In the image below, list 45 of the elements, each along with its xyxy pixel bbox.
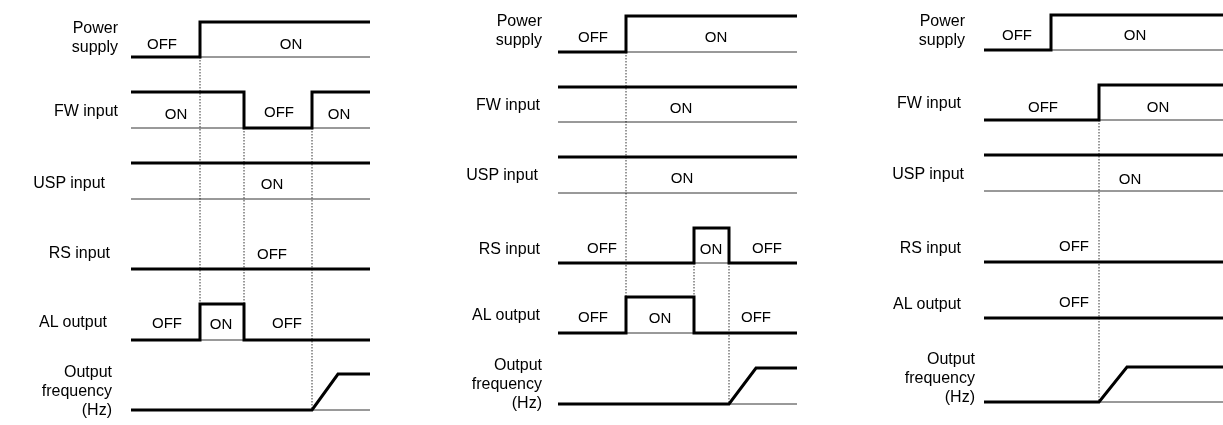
signal-name: FW input — [896, 92, 961, 112]
state-label: ON — [279, 33, 303, 53]
signal-name: AL output — [38, 311, 107, 331]
state-label: ON — [648, 307, 672, 327]
signal-name: AL output — [471, 304, 540, 324]
signal-name: USP input — [32, 172, 105, 192]
state-label: OFF — [257, 243, 287, 263]
state-label: ON — [164, 103, 188, 123]
signal-name: Power supply — [70, 18, 118, 56]
state-label: ON — [704, 26, 728, 46]
signal-name: AL output — [892, 293, 961, 313]
state-label: OFF — [1059, 291, 1089, 311]
signal-name: Power supply — [494, 11, 542, 49]
state-label: OFF — [264, 101, 294, 121]
state-label: ON — [1123, 24, 1147, 44]
state-label: ON — [1146, 96, 1170, 116]
state-label: ON — [1118, 168, 1142, 188]
state-label: OFF — [1059, 235, 1089, 255]
signal-name: RS input — [47, 242, 110, 262]
state-label: ON — [699, 238, 723, 258]
state-label: OFF — [741, 306, 771, 326]
signal-name: Output frequency (Hz) — [903, 348, 975, 406]
signal-name: FW input — [475, 94, 540, 114]
state-label: ON — [260, 173, 284, 193]
signal-name: FW input — [53, 100, 118, 120]
state-label: ON — [327, 103, 351, 123]
state-label: OFF — [578, 306, 608, 326]
signal-name: Output frequency (Hz) — [40, 361, 112, 419]
signal-name: USP input — [465, 164, 538, 184]
state-label: OFF — [272, 312, 302, 332]
state-label: OFF — [1002, 24, 1032, 44]
state-label: ON — [669, 97, 693, 117]
state-label: ON — [209, 313, 233, 333]
signal-name: RS input — [477, 238, 540, 258]
state-label: OFF — [1028, 96, 1058, 116]
signal-name: RS input — [898, 237, 961, 257]
state-label: OFF — [147, 33, 177, 53]
state-label: OFF — [587, 237, 617, 257]
state-label: OFF — [752, 237, 782, 257]
signal-name: USP input — [891, 163, 964, 183]
signal-name: Power supply — [917, 11, 965, 49]
state-label: ON — [670, 167, 694, 187]
signal-name: Output frequency (Hz) — [470, 354, 542, 412]
state-label: OFF — [578, 26, 608, 46]
state-label: OFF — [152, 312, 182, 332]
